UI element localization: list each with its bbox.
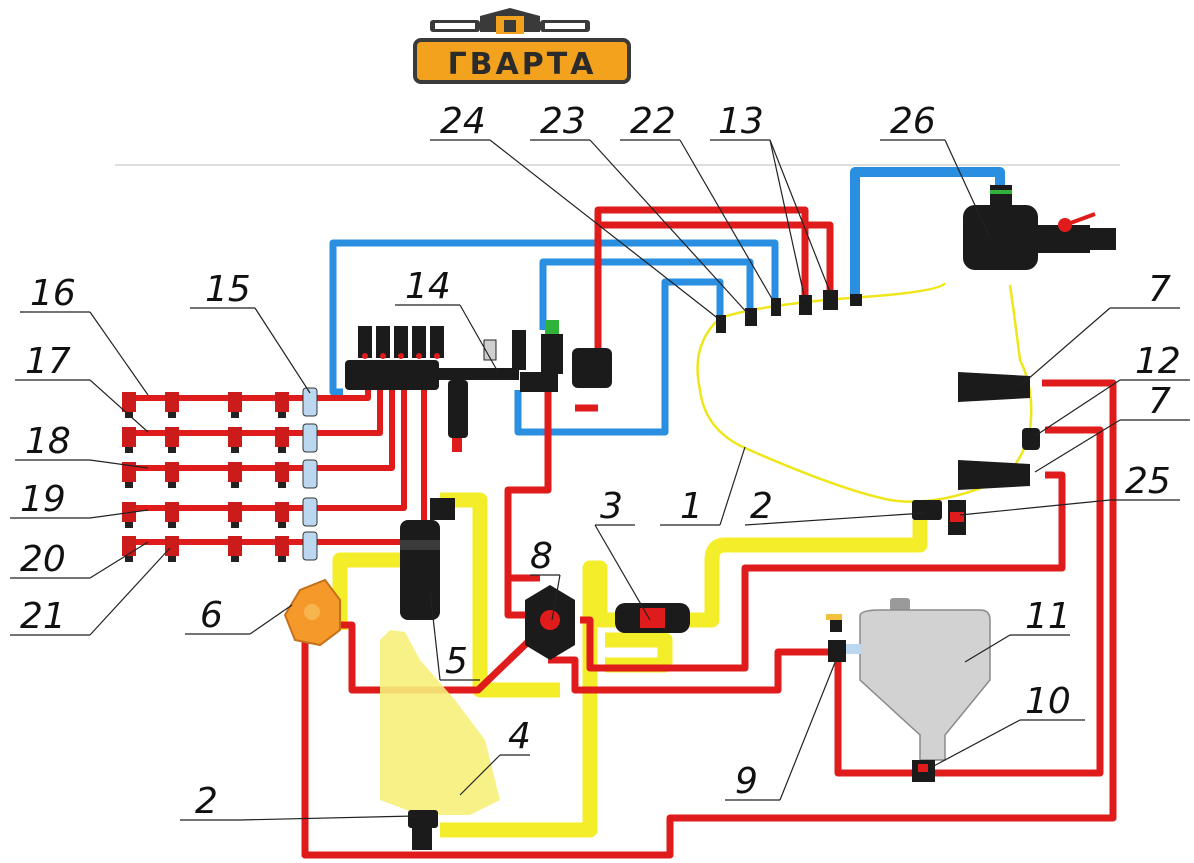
label-21: 21 <box>20 596 66 637</box>
nozzle-bodies <box>122 392 289 562</box>
label-1: 1 <box>680 486 703 527</box>
suction-filter-26 <box>963 185 1116 270</box>
logo-text: ГВАРТА <box>448 47 597 82</box>
line-filters-15 <box>302 387 318 561</box>
label-4: 4 <box>508 716 531 757</box>
label-17: 17 <box>25 341 71 382</box>
label-10: 10 <box>1025 681 1071 722</box>
label-22: 22 <box>630 101 676 142</box>
label-13: 13 <box>718 101 764 142</box>
pressure-lines <box>122 206 1117 859</box>
pump-6 <box>283 578 341 647</box>
label-19: 19 <box>20 479 66 520</box>
hydro-mixer-7-bottom <box>958 460 1030 490</box>
leader-lines <box>10 139 1190 821</box>
label-26: 26 <box>890 101 936 142</box>
label-25: 25 <box>1125 461 1171 502</box>
label-15: 15 <box>205 269 251 310</box>
pressure-filter-5 <box>400 498 455 620</box>
label-5: 5 <box>445 641 468 682</box>
fitting-group <box>716 290 862 333</box>
label-20: 20 <box>20 539 66 580</box>
logo-boom-icon <box>430 8 590 34</box>
label-24: 24 <box>440 101 486 142</box>
main-tank-4 <box>380 630 500 815</box>
label-14: 14 <box>405 266 451 307</box>
distribution-valve-8 <box>525 585 575 660</box>
filling-line <box>696 282 1033 503</box>
hydro-mixer-7-top <box>958 372 1030 402</box>
label-8: 8 <box>530 536 553 577</box>
label-12: 12 <box>1135 341 1181 382</box>
callout-labels: 16 17 18 19 20 21 15 14 24 23 22 13 26 7… <box>20 101 1181 822</box>
tank-outlet-2-bottom <box>408 810 438 850</box>
label-3: 3 <box>600 486 623 527</box>
brand-logo: ГВАРТА <box>413 8 631 84</box>
inductor-tank-11 <box>859 598 991 761</box>
control-unit-14 <box>345 320 612 452</box>
valve-9 <box>826 614 861 662</box>
tank-outlet-2-top <box>912 500 942 520</box>
label-2-left: 2 <box>195 781 218 822</box>
label-9: 9 <box>735 761 758 802</box>
label-6: 6 <box>200 595 223 636</box>
logo-plate <box>413 38 631 84</box>
label-16: 16 <box>30 273 76 314</box>
valve-3 <box>615 603 690 633</box>
label-2-right: 2 <box>750 486 773 527</box>
label-7-top: 7 <box>1148 269 1171 310</box>
valve-10 <box>912 760 935 782</box>
fitting-12 <box>1022 428 1040 450</box>
label-18: 18 <box>25 421 71 462</box>
label-7-bottom: 7 <box>1148 381 1171 422</box>
label-23: 23 <box>540 101 586 142</box>
label-11: 11 <box>1025 596 1071 637</box>
drain-valve-25 <box>948 500 966 535</box>
